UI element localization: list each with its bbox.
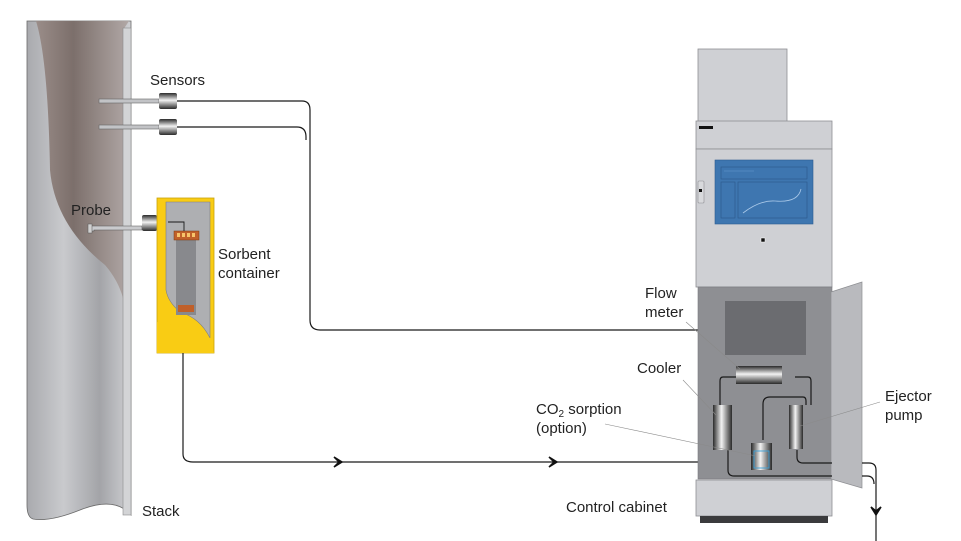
flow-meter-box	[725, 301, 806, 355]
label-ejector-1: Ejector	[885, 388, 932, 405]
flow-arrow-1	[333, 456, 344, 468]
cabinet-plinth	[700, 516, 828, 523]
label-co2-1: CO2 sorption	[536, 401, 622, 420]
sorbent-container	[156, 197, 215, 354]
label-sorbent-2: container	[218, 265, 280, 282]
stack	[26, 20, 132, 520]
stack-wall-edge	[122, 27, 132, 516]
leader-flow-meter	[685, 321, 741, 370]
label-flow-1: Flow	[645, 285, 677, 302]
label-control-cabinet: Control cabinet	[566, 499, 668, 516]
flow-meter	[736, 366, 782, 384]
leader-co2	[604, 423, 757, 457]
label-probe: Probe	[71, 202, 111, 219]
probe	[87, 215, 157, 234]
screen-display	[714, 159, 814, 225]
control-cabinet	[695, 48, 863, 523]
exhaust-line-1	[862, 462, 877, 541]
label-ejector-2: pump	[885, 407, 923, 424]
cabinet-top-box	[697, 48, 788, 123]
leader-ejector	[799, 401, 881, 427]
ejector-pump	[789, 405, 803, 449]
cabinet-base	[695, 479, 833, 517]
label-flow-2: meter	[645, 304, 683, 321]
sensor-cable-1	[177, 100, 727, 331]
leader-cooler	[682, 379, 717, 416]
sensor-1	[98, 93, 177, 109]
cabinet-door	[830, 281, 863, 489]
label-co2-2: (option)	[536, 420, 587, 437]
cabinet-header	[695, 120, 833, 150]
brand-logo	[699, 126, 713, 129]
sensor-cable-2	[177, 126, 307, 140]
label-sensors: Sensors	[150, 72, 205, 89]
flow-arrow-2	[548, 456, 559, 468]
label-stack: Stack	[142, 503, 180, 520]
cooler	[713, 405, 732, 450]
exhaust-line-2	[862, 475, 875, 485]
exhaust-arrow	[870, 506, 882, 517]
co2-sorption	[751, 443, 772, 470]
sensor-2	[98, 119, 177, 135]
label-cooler: Cooler	[637, 360, 681, 377]
label-sorbent-1: Sorbent	[218, 246, 271, 263]
